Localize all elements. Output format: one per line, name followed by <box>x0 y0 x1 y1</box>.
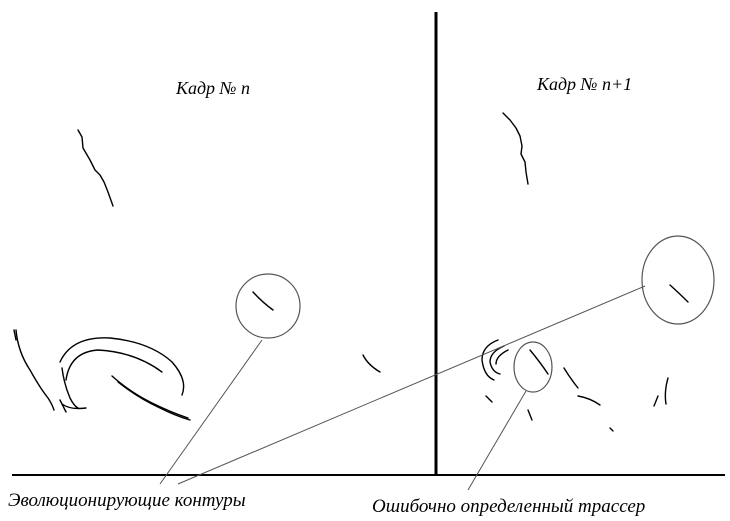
contour-bottom-curve <box>111 375 189 419</box>
contour-right-c-inner2 <box>495 349 509 365</box>
evolving-contours-label: Эволюционирующие контуры <box>8 490 246 511</box>
callout-line-evolving-1 <box>159 339 263 485</box>
contour-right-sq6 <box>527 409 533 421</box>
callout-circle-frame-n1 <box>641 235 715 325</box>
contour-right-sq3 <box>653 395 659 407</box>
contour-tail2 <box>59 399 67 413</box>
contour-top-left <box>77 129 114 207</box>
contour-right-sq5 <box>485 395 493 403</box>
contour-tracer <box>529 349 549 375</box>
contour-wave-outer <box>59 337 185 396</box>
callout-circle-tracer <box>513 341 553 393</box>
contour-right-c-outer <box>481 339 499 381</box>
contour-right-sq7 <box>609 427 614 432</box>
contour-wave-inner2 <box>61 367 79 409</box>
contour-wave-inner <box>65 349 163 381</box>
contour-left-small <box>13 329 17 341</box>
contour-right-sq1 <box>563 367 579 389</box>
misdetected-tracer-label: Ошибочно определенный трассер <box>372 496 646 517</box>
contour-small-right <box>362 354 381 373</box>
contour-bottom-curve2 <box>117 381 191 421</box>
contour-in-circle-frame-n <box>252 291 274 311</box>
contour-left-arc <box>15 329 55 411</box>
frame-n1-title: Кадр № n+1 <box>537 74 633 94</box>
contour-top-right <box>502 112 529 185</box>
callout-line-evolving-2 <box>177 285 646 485</box>
callout-circle-frame-n <box>235 273 301 339</box>
contour-right-sq2 <box>577 395 601 406</box>
contour-tail <box>61 403 87 410</box>
callout-line-tracer <box>467 390 527 491</box>
contour-in-circle-frame-n1 <box>669 284 689 303</box>
frame-n-title: Кадр № n <box>176 78 251 98</box>
contour-right-sq4 <box>664 377 669 405</box>
contour-right-c-inner <box>489 345 505 375</box>
